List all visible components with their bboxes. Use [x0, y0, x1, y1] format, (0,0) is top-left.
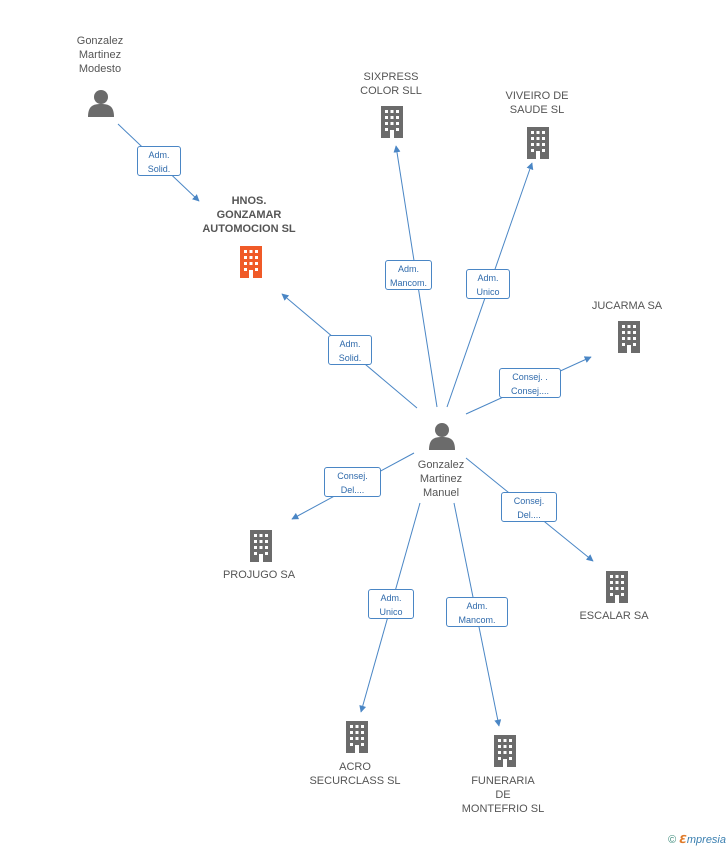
building-icon[interactable] — [527, 127, 549, 159]
edge-label-manuel-viveiro: Adm. Unico — [466, 269, 510, 299]
edge-label-manuel-sixpress: Adm. Mancom. — [385, 260, 432, 290]
node-label-projugo[interactable]: PROJUGO SA — [222, 569, 296, 581]
node-label-modesto[interactable]: Gonzalez Martinez Modesto — [76, 35, 124, 75]
edge-label-manuel-hnos: Adm. Solid. — [328, 335, 372, 365]
edge-label-manuel-funeraria: Adm. Mancom. — [446, 597, 508, 627]
building-icon[interactable] — [346, 721, 368, 753]
building-icon[interactable] — [494, 735, 516, 767]
person-icon[interactable] — [88, 90, 114, 117]
edge-label-manuel-projugo: Consej. Del.... — [324, 467, 381, 497]
building-icon[interactable] — [381, 106, 403, 138]
building-icon[interactable] — [250, 530, 272, 562]
node-label-sixpress[interactable]: SIXPRESS COLOR SLL — [360, 71, 422, 97]
building-icon[interactable] — [618, 321, 640, 353]
node-label-jucarma[interactable]: JUCARMA SA — [591, 300, 663, 312]
brand-name: mpresia — [686, 834, 726, 846]
footer-brand: ©ℇmpresia — [668, 833, 726, 846]
node-label-escalar[interactable]: ESCALAR SA — [579, 610, 649, 622]
node-label-acro[interactable]: ACRO SECURCLASS SL — [309, 761, 401, 787]
building-icon[interactable] — [240, 246, 262, 278]
person-icon[interactable] — [429, 423, 455, 450]
node-label-hnos[interactable]: HNOS. GONZAMAR AUTOMOCION SL — [202, 195, 296, 235]
copyright-icon: © — [668, 834, 677, 846]
node-label-funeraria[interactable]: FUNERARIA DE MONTEFRIO SL — [461, 775, 545, 815]
node-label-viveiro[interactable]: VIVEIRO DE SAUDE SL — [505, 90, 569, 116]
edge-label-manuel-acro: Adm. Unico — [368, 589, 414, 619]
building-icon[interactable] — [606, 571, 628, 603]
edge-label-manuel-jucarma: Consej. . Consej.... — [499, 368, 561, 398]
edge-label-modesto-hnos: Adm. Solid. — [137, 146, 181, 176]
edge-label-manuel-escalar: Consej. Del.... — [501, 492, 557, 522]
node-label-manuel[interactable]: Gonzalez Martinez Manuel — [417, 459, 465, 499]
brand-logo: ℇ — [679, 834, 687, 846]
